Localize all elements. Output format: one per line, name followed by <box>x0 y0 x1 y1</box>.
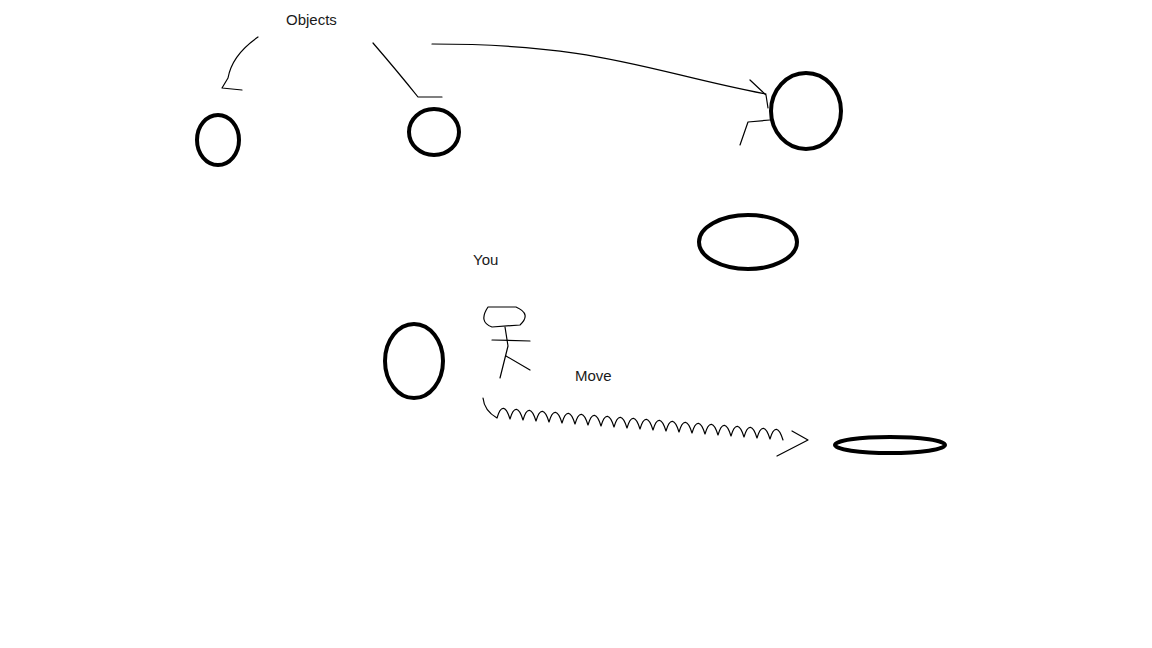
stick-figure-body <box>500 327 508 378</box>
object-ellipse <box>699 215 797 269</box>
object-ellipse <box>197 115 239 165</box>
stick-figure-leg <box>506 356 530 370</box>
object-ellipse <box>771 73 841 149</box>
stick-figure-head <box>484 307 525 327</box>
object-ellipse <box>385 324 443 398</box>
leader-arrow <box>222 37 258 90</box>
move-path <box>483 398 783 440</box>
callout-label: Move <box>575 367 612 385</box>
arrow-head <box>750 80 768 108</box>
object-ellipse <box>835 437 945 453</box>
leader-arrow <box>432 44 766 94</box>
object-ellipse <box>409 109 459 155</box>
stick-figure-arms <box>492 340 530 341</box>
arrow-head <box>777 431 808 456</box>
arrow-head <box>740 120 770 145</box>
callout-label: Objects <box>286 11 337 29</box>
callout-label: You <box>473 251 498 269</box>
leader-arrow <box>373 43 442 97</box>
